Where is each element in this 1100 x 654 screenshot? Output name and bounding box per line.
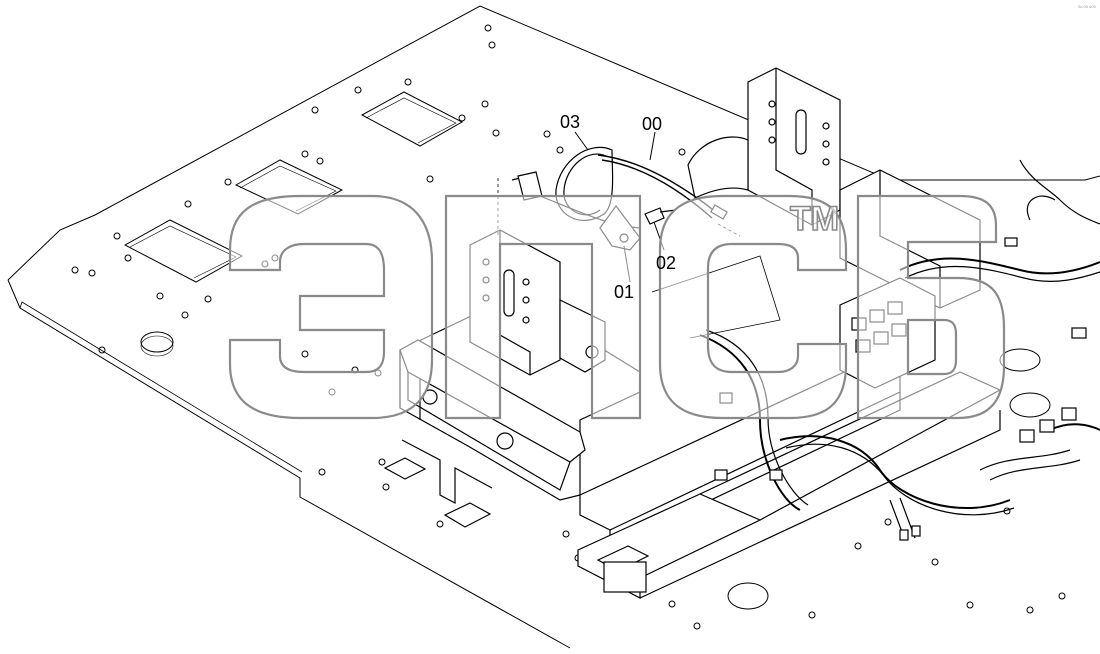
corner-note: 0c-00 d00 [1078, 4, 1097, 9]
part-label-00: 00 [642, 114, 662, 134]
part-label-02: 02 [656, 253, 676, 273]
part-label-03: 03 [560, 112, 580, 132]
floor-plate [7, 5, 1100, 649]
watermark-tm: TM [790, 200, 839, 238]
part-label-01: 01 [614, 282, 634, 302]
right-seat-stand [687, 67, 981, 309]
part-labels: 03 00 02 01 [560, 112, 676, 302]
brand-logo-watermark: TM [228, 194, 1006, 420]
